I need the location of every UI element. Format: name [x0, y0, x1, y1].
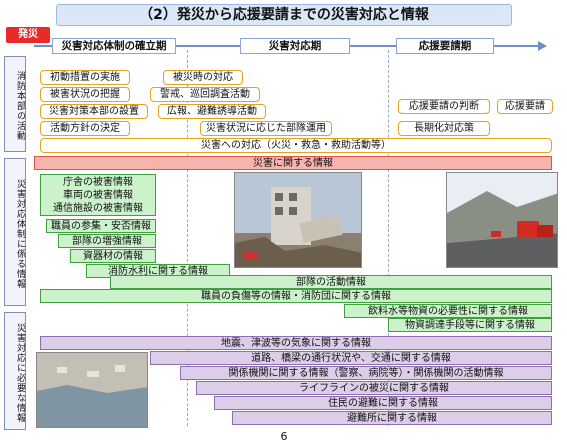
section-response-system-info: 災害対応体制に係る情報 [4, 158, 26, 306]
phase-divider [388, 50, 389, 426]
facility-damage-group: 庁舎の被害情報 車両の被害情報 通信施設の被害情報 [40, 174, 156, 216]
phase-divider [187, 50, 188, 426]
photo-fire-trucks [446, 172, 558, 268]
evacuation-info: 住民の避難に関する情報 [214, 396, 552, 410]
shelters-info: 避難所に関する情報 [232, 411, 552, 425]
weather-info: 地震、津波等の気象に関する情報 [40, 336, 552, 350]
activity-hq: 災害対策本部の設置 [40, 104, 148, 119]
reinforce-info: 部隊の増強情報 [58, 234, 156, 248]
staff-info: 職員の参集・安否情報 [46, 219, 156, 233]
activity-policy: 活動方針の決定 [40, 121, 130, 136]
supplies-info: 飲料水等物資の必要性に関する情報 [344, 304, 552, 318]
disaster-onset-badge: 発災 [6, 27, 50, 43]
procurement-info: 物資調達手段等に関する情報 [388, 318, 552, 332]
phase-response: 災害対応期 [240, 38, 350, 54]
agency-damage-info: 庁舎の被害情報 [63, 177, 133, 188]
activity-pr: 広報、避難誘導活動 [158, 104, 266, 119]
activity-judge: 応援要請の判断 [398, 99, 490, 114]
photo-aerial-coast [36, 352, 148, 428]
page-number: 6 [280, 430, 288, 443]
agencies-info: 関係機関に関する情報（警察、病院等）・関係機関の活動情報 [180, 366, 552, 380]
activity-damage: 被害状況の把握 [40, 87, 130, 102]
staff-load-info: 職員の負傷等の情報・消防団に関する情報 [40, 289, 552, 303]
section-required-info: 災害対応に必要な情報 [4, 312, 26, 430]
unit-activity-info: 部隊の活動情報 [110, 275, 552, 289]
activity-patrol: 警戒、巡回調査活動 [150, 87, 260, 102]
vehicle-damage-info: 車両の被害情報 [63, 190, 133, 201]
activity-overall: 災害への対応（火災・救急・救助活動等） [40, 138, 552, 153]
page-title: （2）発災から応援要請までの災害対応と情報 [56, 4, 512, 26]
roads-info: 道路、橋梁の通行状況や、交通に関する情報 [150, 351, 552, 365]
phase-request: 応援要請期 [396, 38, 494, 54]
photo-collapsed-building [234, 172, 362, 268]
activity-request: 応援要請 [497, 99, 553, 114]
equipment-info: 資器材の情報 [70, 249, 156, 263]
disaster-info-bar: 災害に関する情報 [34, 156, 552, 170]
activity-disaster-response: 被災時の対応 [163, 70, 243, 85]
comm-damage-info: 通信施設の被害情報 [53, 203, 143, 214]
activity-deployment: 災害状況に応じた部隊運用 [200, 121, 332, 136]
timeline-arrow-icon [538, 41, 547, 51]
phase-establishment: 災害対応体制の確立期 [52, 38, 176, 54]
lifeline-info: ライフラインの被災に関する情報 [196, 381, 552, 395]
activity-long-term: 長期化対応策 [398, 121, 490, 136]
activity-initial: 初動措置の実施 [40, 70, 130, 85]
section-fire-hq: 消防本部の活動 [4, 56, 26, 152]
